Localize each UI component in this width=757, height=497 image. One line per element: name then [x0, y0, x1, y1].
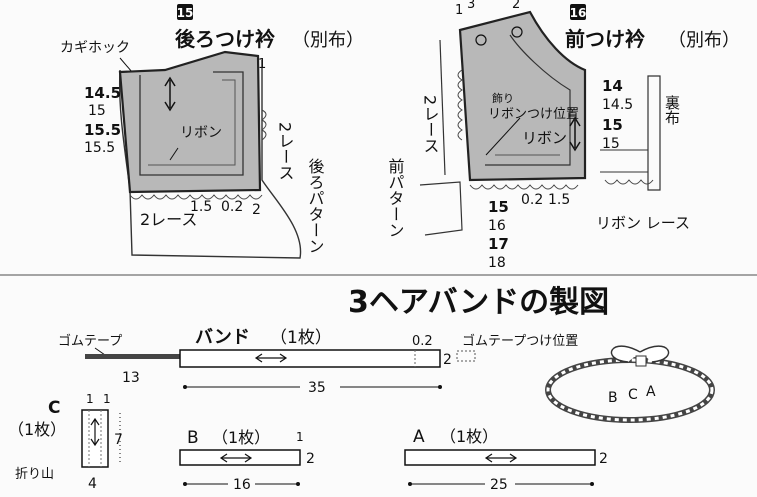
- a-count: （1枚）: [440, 427, 498, 446]
- front-top-2: 3: [467, 0, 475, 12]
- rubber-tape-label: ゴムテープ: [58, 333, 122, 349]
- c-top-1: 1: [86, 392, 94, 406]
- b-count: （1枚）: [212, 428, 270, 447]
- a-end: 2: [599, 451, 608, 467]
- front-dim-1: 0.2: [521, 192, 543, 208]
- back-pattern-label: 後ろパターン: [306, 158, 325, 254]
- front-size-4: 15: [602, 136, 620, 152]
- back-collar-title: 後ろつけ衿: [175, 27, 275, 51]
- c-width: 4: [88, 476, 97, 492]
- front-lace-left: 2レース: [421, 95, 440, 153]
- b-label: B: [187, 428, 199, 448]
- front-top-1: 1: [455, 3, 463, 18]
- band-grain-arrow-icon: [254, 353, 288, 363]
- a-length: 25: [490, 477, 508, 493]
- back-top-seam: 1: [258, 57, 266, 72]
- front-bottom-3: 17: [488, 235, 509, 253]
- back-size-4: 15.5: [84, 140, 115, 156]
- back-lace-right: 2レース: [276, 122, 295, 180]
- decoration-label: 飾り: [492, 92, 514, 105]
- rubber-position-label: ゴムテープつけ位置: [462, 333, 578, 349]
- c-fold: 折り山: [15, 467, 54, 482]
- b-length: 16: [233, 477, 251, 493]
- front-grain-arrow-icon: [569, 116, 581, 152]
- back-pattern-outline: [118, 60, 302, 259]
- illus-b: B: [608, 390, 618, 406]
- illus-c: C: [628, 387, 638, 403]
- front-dim-2: 1.5: [548, 192, 570, 208]
- back-lace-bottom: 2レース: [140, 210, 197, 229]
- ribbon-lace-label: リボン レース: [596, 214, 690, 232]
- b-seam: 1: [296, 430, 304, 444]
- front-collar-piece: [458, 10, 587, 182]
- grain-arrow-icon: [164, 76, 176, 112]
- badge-16-icon: [570, 4, 586, 20]
- front-pattern-label: 前パターン: [386, 158, 405, 238]
- c-count: （1枚）: [8, 420, 66, 439]
- back-collar-section: 15 後ろつけ衿 （別布） カギホック リボン 14.5 15 15.5 15.…: [60, 4, 364, 259]
- headband-illustration: B C A: [545, 345, 715, 423]
- rubber-length: 13: [122, 370, 140, 386]
- c-height: 7: [114, 432, 123, 448]
- badge-15: 15: [177, 6, 194, 20]
- band-count: （1枚）: [270, 328, 332, 348]
- bow-icon: [610, 345, 670, 363]
- band-seam: 0.2: [412, 334, 433, 349]
- front-bottom-1: 15: [488, 198, 509, 216]
- c-top-2: 1: [103, 392, 111, 406]
- front-size-1: 14: [602, 77, 623, 95]
- b-grain-arrow-icon: [219, 453, 253, 463]
- a-label: A: [413, 427, 425, 447]
- band-end: 2: [443, 352, 452, 368]
- front-top-3: 2: [512, 0, 520, 12]
- front-size-2: 14.5: [602, 97, 633, 113]
- band-length: 35: [308, 380, 326, 396]
- back-size-1: 14.5: [84, 84, 121, 102]
- hook-label: カギホック: [60, 40, 130, 56]
- front-bottom-4: 18: [488, 255, 506, 271]
- back-dim-1: 1.5: [190, 199, 212, 215]
- front-ribbon-label: リボン: [522, 129, 567, 147]
- front-collar-section: 16 前つけ衿 （別布） 1 3 2 飾り リボンつけ位置 リボン 2レース 前…: [386, 0, 741, 271]
- rubber-tape: [85, 354, 180, 359]
- button-marker-icon-2: [511, 26, 523, 38]
- front-bottom-2: 16: [488, 218, 506, 234]
- band-piece: [179, 349, 441, 368]
- badge-15-icon: [177, 4, 193, 20]
- front-collar-subtitle: （別布）: [668, 30, 740, 51]
- back-dim-2: 0.2: [221, 199, 243, 215]
- back-dim-3: 2: [252, 202, 261, 218]
- back-size-3: 15.5: [84, 121, 121, 139]
- c-grain-arrow-icon: [90, 417, 100, 447]
- lining-label: 裏布: [663, 94, 681, 125]
- c-label: C: [48, 398, 60, 418]
- hairband-title: 3ヘアバンドの製図: [348, 285, 609, 320]
- button-marker-icon: [475, 34, 487, 46]
- a-grain-arrow-icon: [484, 453, 518, 463]
- ribbon-position-label: リボンつけ位置: [488, 107, 579, 122]
- back-collar-subtitle: （別布）: [292, 30, 364, 51]
- b-end: 2: [306, 451, 315, 467]
- front-collar-title: 前つけ衿: [565, 27, 645, 51]
- badge-16: 16: [570, 6, 587, 20]
- back-size-2: 15: [88, 103, 106, 119]
- back-collar-piece: [118, 50, 262, 194]
- illus-a: A: [646, 384, 656, 400]
- band-label: バンド: [195, 327, 250, 348]
- front-size-3: 15: [602, 116, 623, 134]
- hairband-section: 3ヘアバンドの製図 ゴムテープ 13 バンド （1枚） 0.2 ゴムテープつけ位…: [8, 285, 715, 493]
- back-ribbon-label: リボン: [180, 125, 222, 141]
